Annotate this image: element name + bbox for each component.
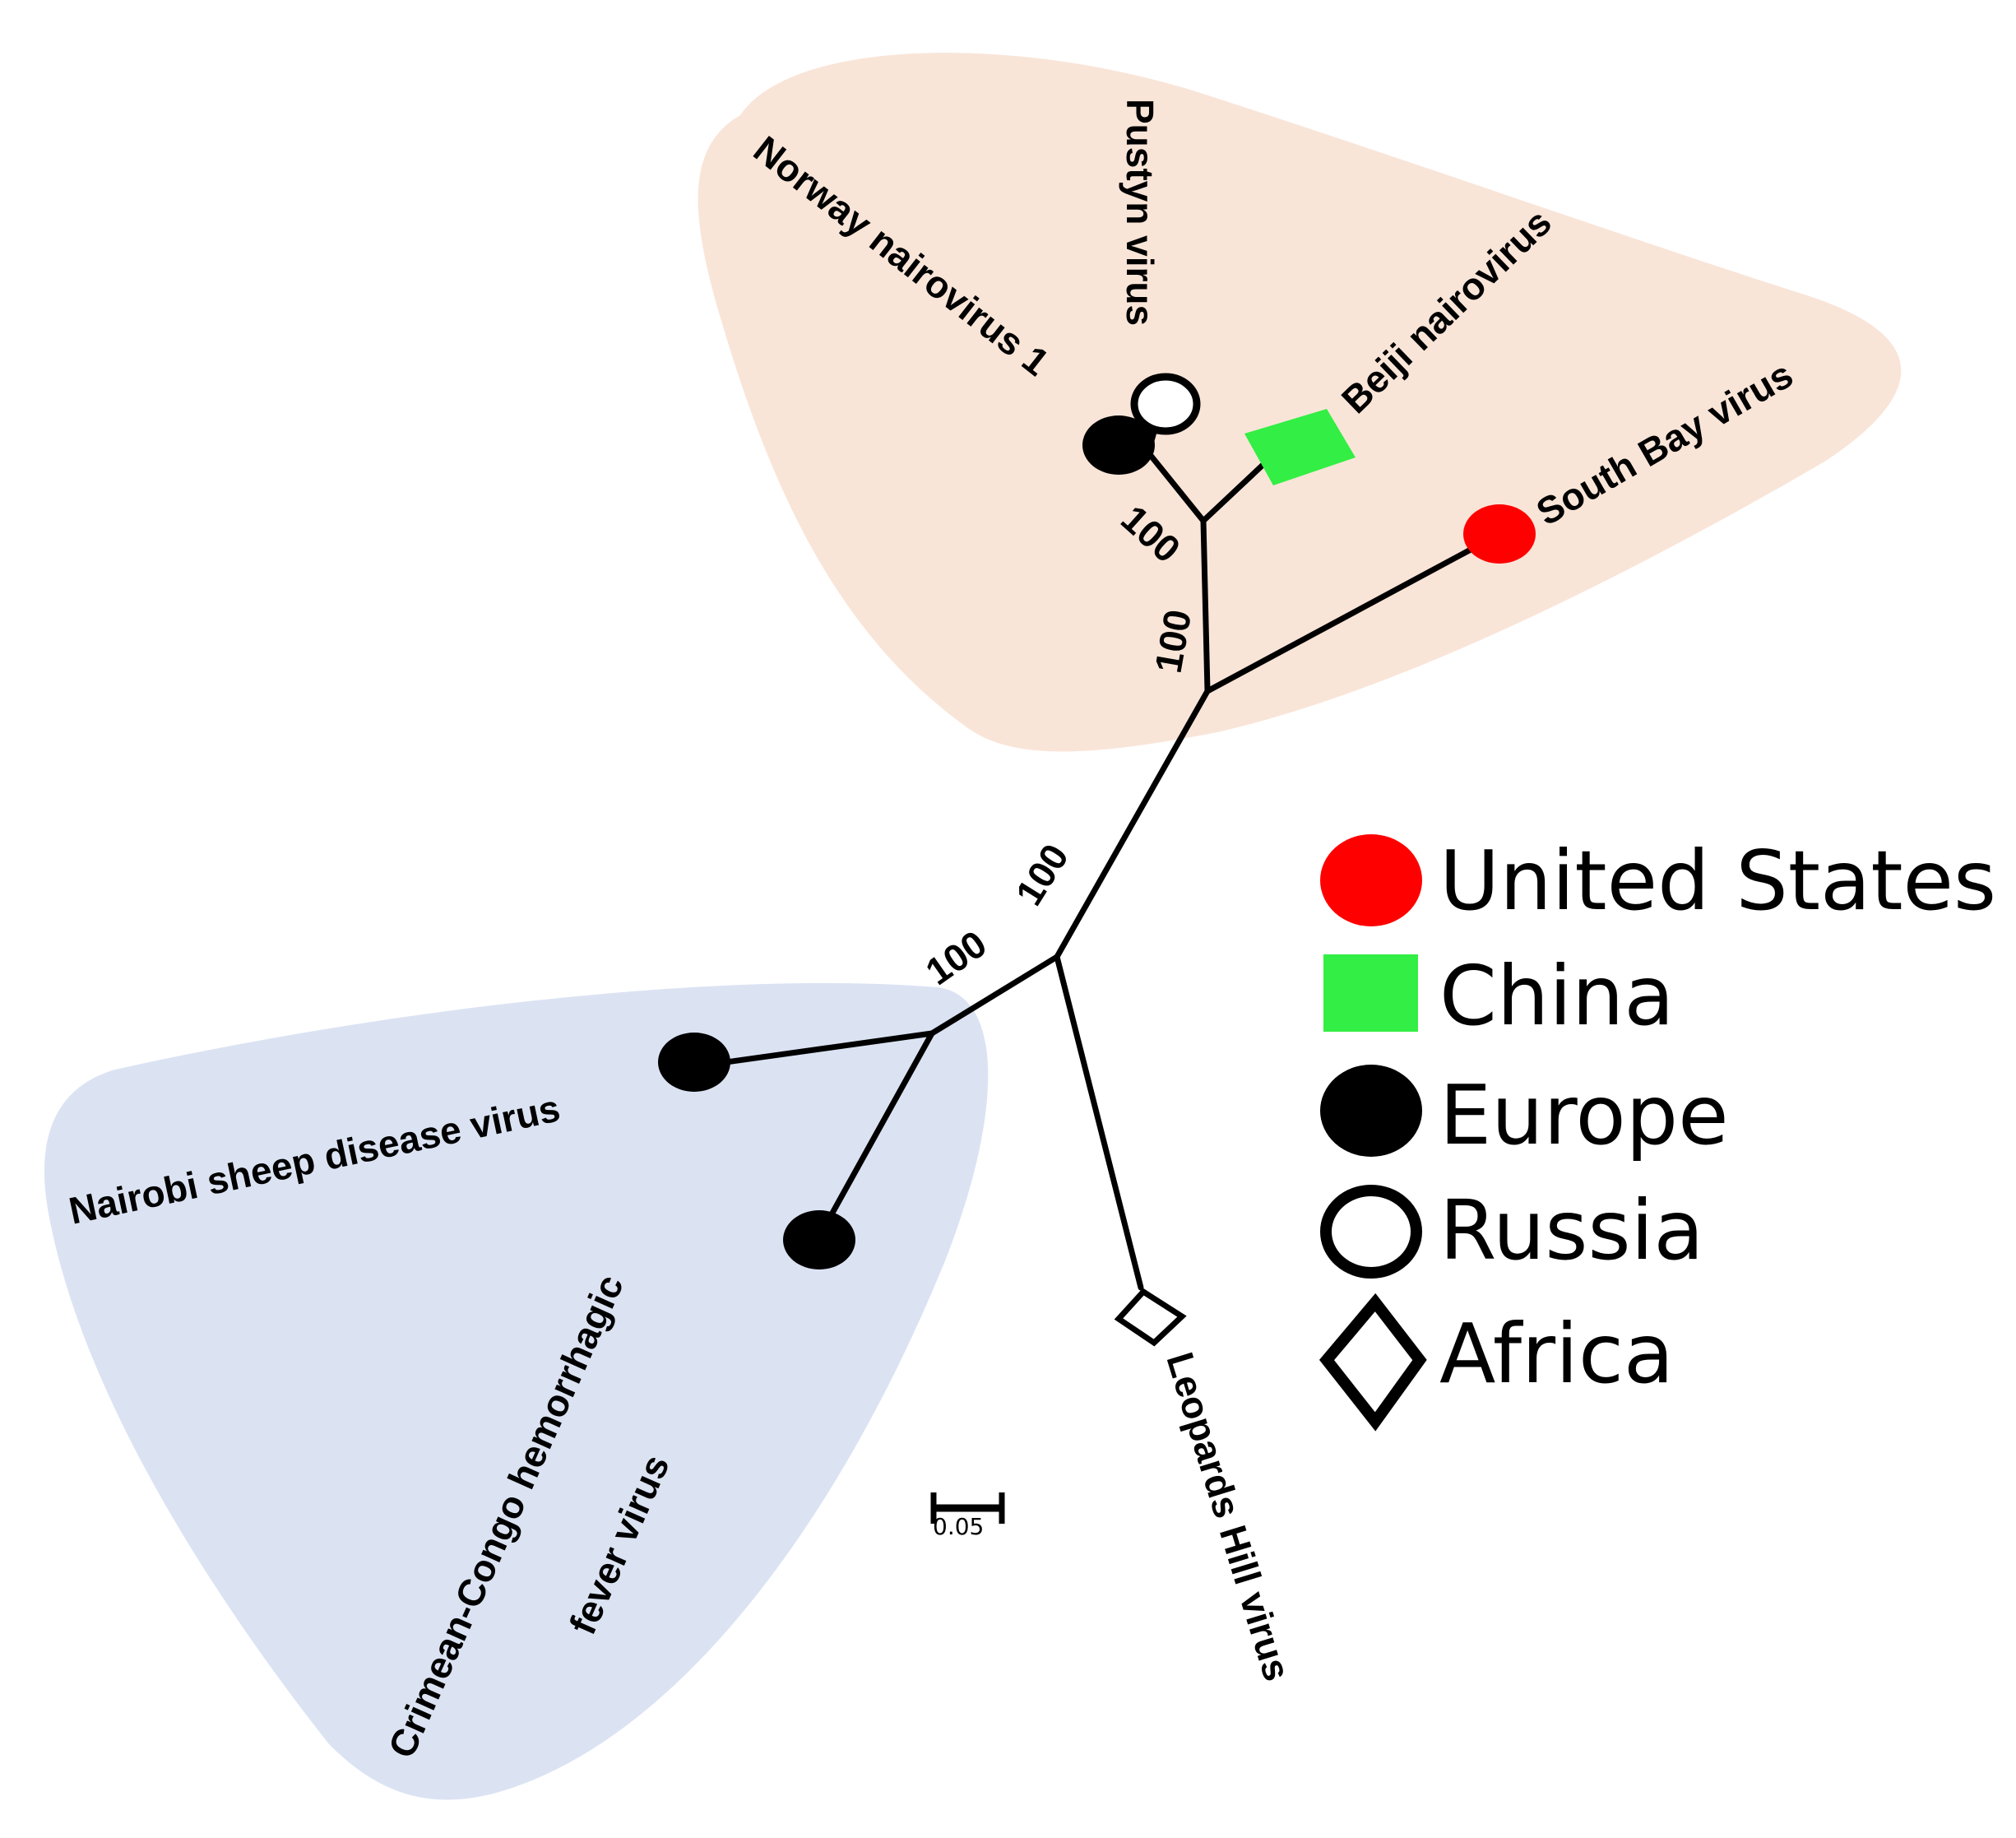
clade-highlight-bottom	[44, 982, 989, 1800]
norway-marker-circle	[1082, 415, 1155, 475]
nairobi-marker-circle	[658, 1033, 730, 1092]
legend-label-russia: Russia	[1439, 1182, 1704, 1279]
legend-swatch-africa	[1319, 1293, 1427, 1432]
branch-root-bottom	[929, 954, 1060, 1037]
beiji-marker-square	[1244, 409, 1356, 485]
legend-label-china: China	[1439, 948, 1675, 1044]
branch-root-top	[1054, 688, 1211, 960]
branch-norway-pustyn	[1145, 449, 1207, 524]
leopards-marker-open-diamond	[1114, 1288, 1187, 1347]
legend-label-europe: Europe	[1439, 1067, 1729, 1163]
branch-beiji	[1200, 454, 1274, 524]
legend-swatch-russia	[1320, 1185, 1422, 1279]
cchf-marker-circle	[783, 1210, 855, 1269]
legend-swatch-china	[1323, 954, 1418, 1032]
branch-southbay	[1204, 546, 1474, 694]
legend: United States China Europe Russia Africa	[1319, 833, 1996, 1432]
legend-swatch-europe	[1320, 1065, 1422, 1157]
branch-inner-top	[1200, 518, 1211, 694]
scale-bar: 0.05	[930, 1492, 1005, 1540]
legend-swatch-united-states	[1320, 834, 1422, 926]
branch-cchf	[815, 1030, 935, 1242]
legend-label-united-states: United States	[1439, 833, 1996, 929]
southbay-marker-circle	[1463, 504, 1536, 564]
legend-label-africa: Africa	[1439, 1306, 1674, 1402]
pustyn-marker-open-circle	[1130, 373, 1201, 435]
scale-bar-label: 0.05	[933, 1513, 984, 1540]
support-value: 100	[1007, 837, 1077, 913]
support-value: 100	[918, 922, 994, 994]
clade-highlight-top	[697, 53, 1902, 752]
label-pustyn: Pustyn virus	[1119, 99, 1161, 326]
label-leopards: Leopards Hill virus	[1158, 1348, 1299, 1686]
branch-leopards	[1054, 954, 1144, 1291]
branch-nairobi	[693, 1030, 935, 1070]
